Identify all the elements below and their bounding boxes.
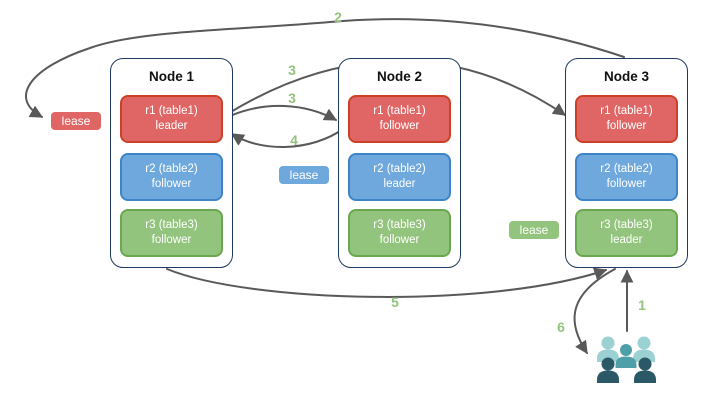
arrow-step4-node2-to-leader	[230, 128, 344, 148]
replica-role: leader	[155, 120, 188, 132]
node2-replica-r1: r1 (table1) follower	[348, 95, 451, 143]
replica-role: follower	[379, 120, 420, 132]
replica-name: r3 (table3)	[600, 219, 653, 231]
replica-role: follower	[151, 178, 192, 190]
replica-name: r3 (table3)	[373, 219, 426, 231]
step-label-5: 5	[391, 294, 399, 310]
users-front-row	[597, 357, 656, 383]
replica-name: r1 (table1)	[145, 105, 198, 117]
replica-name: r1 (table1)	[600, 105, 653, 117]
users-back-row	[597, 336, 655, 362]
node2-replica-r2: r2 (table2) leader	[348, 153, 451, 201]
lease-tag-table3: lease	[508, 220, 560, 240]
arrow-step6-node3-to-user	[573, 268, 616, 355]
node-1: Node 1 r1 (table1) leader r2 (table2) fo…	[110, 58, 233, 268]
replica-role: follower	[606, 120, 647, 132]
node1-replica-r1: r1 (table1) leader	[120, 95, 223, 143]
step-label-6: 6	[557, 319, 565, 335]
users-group-icon	[597, 336, 656, 383]
replica-name: r2 (table2)	[600, 163, 653, 175]
step-label-4: 4	[290, 132, 298, 148]
lease-tag-table2: lease	[278, 165, 330, 185]
node-2: Node 2 r1 (table1) follower r2 (table2) …	[338, 58, 461, 268]
replica-name: r3 (table3)	[145, 219, 198, 231]
node2-replica-r3: r3 (table3) follower	[348, 209, 451, 257]
lease-tag-table1: lease	[50, 111, 102, 131]
node-3: Node 3 r1 (table1) follower r2 (table2) …	[565, 58, 688, 268]
node-1-title: Node 1	[148, 69, 194, 84]
node-2-title: Node 2	[376, 69, 422, 84]
step-label-3b: 3	[288, 90, 296, 106]
replica-name: r2 (table2)	[145, 163, 198, 175]
node3-replica-r3: r3 (table3) leader	[575, 209, 678, 257]
replica-role: follower	[606, 178, 647, 190]
arrow-step2-node3-to-lease1	[25, 18, 625, 118]
node3-replica-r2: r2 (table2) follower	[575, 153, 678, 201]
arrow-step3-leader-to-node2	[229, 104, 338, 121]
node1-replica-r2: r2 (table2) follower	[120, 153, 223, 201]
node3-replica-r1: r1 (table1) follower	[575, 95, 678, 143]
step-label-2: 2	[334, 9, 342, 25]
replica-role: leader	[610, 234, 643, 246]
arrow-step5-node1-to-node3	[166, 267, 608, 298]
users-middle-person	[615, 344, 637, 368]
step-label-3a: 3	[288, 62, 296, 78]
node1-replica-r3: r3 (table3) follower	[120, 209, 223, 257]
step-label-1: 1	[638, 297, 646, 313]
replica-role: follower	[379, 234, 420, 246]
node-3-title: Node 3	[603, 69, 649, 84]
replica-name: r1 (table1)	[373, 105, 426, 117]
replica-name: r2 (table2)	[373, 163, 426, 175]
replica-role: leader	[383, 178, 416, 190]
replica-role: follower	[151, 234, 192, 246]
